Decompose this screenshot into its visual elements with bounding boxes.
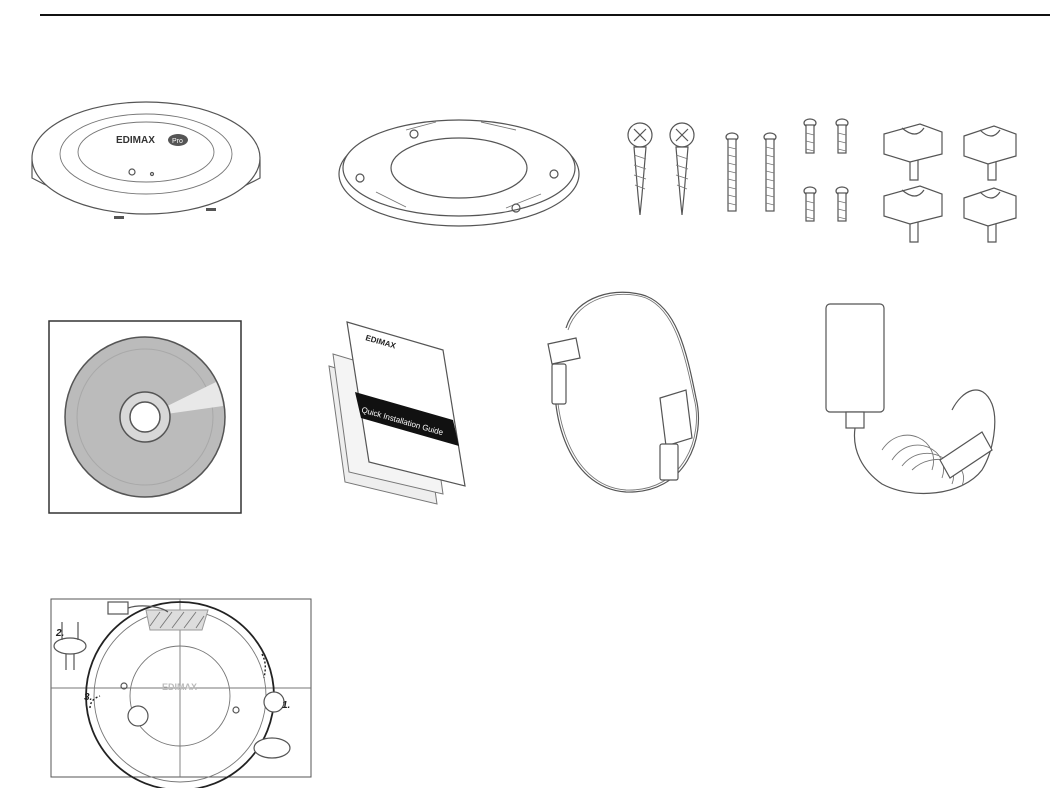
svg-text:1.: 1. xyxy=(282,700,290,711)
svg-text:2.: 2. xyxy=(55,628,64,639)
svg-text:EDIMAX: EDIMAX xyxy=(162,682,197,692)
svg-text:3.: 3. xyxy=(84,692,92,703)
access-point-image: EDIMAX Pro xyxy=(28,90,264,230)
cd-image xyxy=(48,320,242,514)
cable-clips-image xyxy=(880,118,1030,248)
svg-text:Pro: Pro xyxy=(172,138,183,145)
header-rule xyxy=(40,14,1050,16)
mounting-template-image: EDIMAX 1. 2. 3. xyxy=(50,598,312,778)
mounting-bracket-image xyxy=(336,112,582,230)
ethernet-cable-image xyxy=(536,288,712,500)
screws-anchors-image xyxy=(618,115,858,220)
quick-guide-image: EDIMAX Quick Installation Guide xyxy=(325,318,475,514)
power-adapter-image xyxy=(822,300,1008,504)
svg-text:EDIMAX: EDIMAX xyxy=(116,135,155,146)
